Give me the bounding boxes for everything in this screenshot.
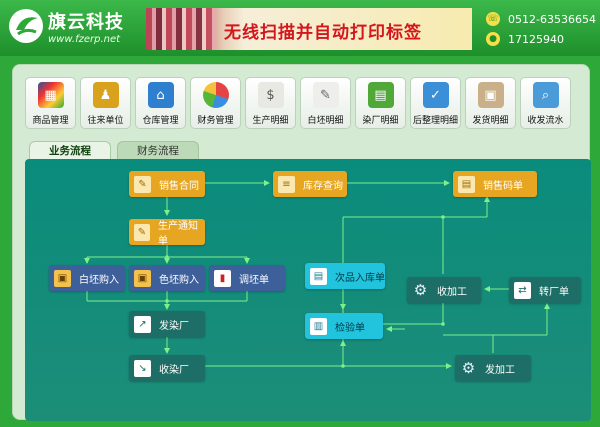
tool-finance[interactable]: 财务管理 — [190, 77, 241, 129]
flow-connectors — [84, 180, 550, 369]
banner-text: 无线扫描并自动打印标签 — [224, 23, 422, 43]
tool-partners[interactable]: ♟ 往来单位 — [80, 77, 131, 129]
node-sales-order[interactable]: ✎ 销售合同 — [129, 171, 205, 197]
box-icon: ▣ — [477, 82, 504, 108]
contact-qq: ● 17125940 — [486, 32, 564, 46]
node-color-grey-purchase[interactable]: ▣ 色坯购入 — [129, 265, 205, 291]
tool-shipping-detail[interactable]: ▣ 发货明细 — [465, 77, 516, 129]
tool-dye-detail[interactable]: ▤ 染厂明细 — [355, 77, 406, 129]
node-production-notice[interactable]: ✎ 生产通知单 — [129, 219, 205, 247]
node-grey-purchase[interactable]: ▣ 白坯购入 — [49, 265, 125, 291]
process-tabs: 业务流程 财务流程 — [29, 141, 199, 159]
pencil-doc-icon: ✎ — [312, 82, 339, 108]
inbound-doc-icon: ▤ — [310, 267, 327, 285]
tool-warehouse[interactable]: ⌂ 仓库管理 — [135, 77, 186, 129]
node-defect-inbound[interactable]: ▤ 次品入库单 — [305, 263, 385, 289]
module-toolbar: ▦ 商品管理 ♟ 往来单位 ⌂ 仓库管理 财务管理 $ 生产明细 ✎ 白坯明细 … — [25, 77, 571, 129]
warehouse-house-icon: ⌂ — [147, 82, 174, 108]
pie-chart-icon — [202, 82, 229, 108]
header-bar: 旗云科技 www.fzerp.net 无线扫描并自动打印标签 ☏ 0512-63… — [0, 0, 600, 56]
logo: 旗云科技 www.fzerp.net — [8, 6, 138, 50]
node-dye-send[interactable]: ↗ 发染厂 — [129, 311, 205, 337]
node-dye-receive[interactable]: ↘ 收染厂 — [129, 355, 205, 381]
node-process-send[interactable]: ⚙ 发加工 — [455, 355, 531, 381]
edit-doc-icon: ✎ — [134, 175, 151, 193]
node-sales-code-list[interactable]: ▤ 销售码单 — [453, 171, 537, 197]
search-doc-icon: ⌕ — [532, 82, 559, 108]
logo-url[interactable]: www.fzerp.net — [48, 34, 121, 45]
tab-finance-process[interactable]: 财务流程 — [117, 141, 199, 159]
box-add-icon: ▣ — [54, 269, 71, 287]
contact-phone: ☏ 0512-63536654 — [486, 12, 596, 26]
tab-business-process[interactable]: 业务流程 — [29, 141, 111, 159]
receive-icon: ↘ — [134, 359, 151, 377]
box-add-icon: ▣ — [134, 269, 151, 287]
database-icon: ≡ — [278, 175, 295, 193]
banner-photo — [146, 8, 216, 50]
phone-number: 0512-63536654 — [508, 12, 596, 26]
qq-icon: ● — [486, 32, 500, 46]
transfer-doc-icon: ⇄ — [514, 281, 531, 299]
tool-inout-flow[interactable]: ⌕ 收发流水 — [520, 77, 571, 129]
node-inspection[interactable]: ▥ 检验单 — [305, 313, 383, 339]
gear-icon: ⚙ — [461, 359, 476, 377]
flow-chart: ✎ 销售合同 ≡ 库存查询 ▤ 销售码单 ✎ 生产通知单 ▣ 白坯购入 ▣ 色坯… — [25, 159, 591, 421]
gift-icon: ▮ — [214, 269, 231, 287]
node-factory-transfer[interactable]: ⇄ 转厂单 — [509, 277, 581, 303]
qq-number: 17125940 — [508, 32, 564, 46]
edit-doc-icon: ✎ — [134, 223, 150, 241]
color-swatches-icon: ▦ — [37, 82, 64, 108]
check-doc-icon: ✓ — [422, 82, 449, 108]
contacts-book-icon: ♟ — [92, 82, 119, 108]
send-icon: ↗ — [134, 315, 151, 333]
tool-goods-management[interactable]: ▦ 商品管理 — [25, 77, 76, 129]
invoice-icon: $ — [257, 82, 284, 108]
phone-icon: ☏ — [486, 12, 500, 26]
logo-title: 旗云科技 — [48, 12, 124, 33]
node-grey-adjust[interactable]: ▮ 调坯单 — [209, 265, 285, 291]
tool-grey-detail[interactable]: ✎ 白坯明细 — [300, 77, 351, 129]
spreadsheet-icon: ▤ — [367, 82, 394, 108]
gear-icon: ⚙ — [413, 281, 428, 299]
document-icon: ▤ — [458, 175, 475, 193]
tool-production-detail[interactable]: $ 生产明细 — [245, 77, 296, 129]
node-process-receive[interactable]: ⚙ 收加工 — [407, 277, 481, 303]
tool-finishing-detail[interactable]: ✓ 后整理明细 — [410, 77, 461, 129]
ad-banner[interactable]: 无线扫描并自动打印标签 — [146, 8, 472, 50]
clipboard-icon: ▥ — [310, 317, 327, 335]
main-panel: ▦ 商品管理 ♟ 往来单位 ⌂ 仓库管理 财务管理 $ 生产明细 ✎ 白坯明细 … — [12, 64, 591, 421]
logo-mark-icon — [9, 9, 43, 43]
node-stock-query[interactable]: ≡ 库存查询 — [273, 171, 347, 197]
